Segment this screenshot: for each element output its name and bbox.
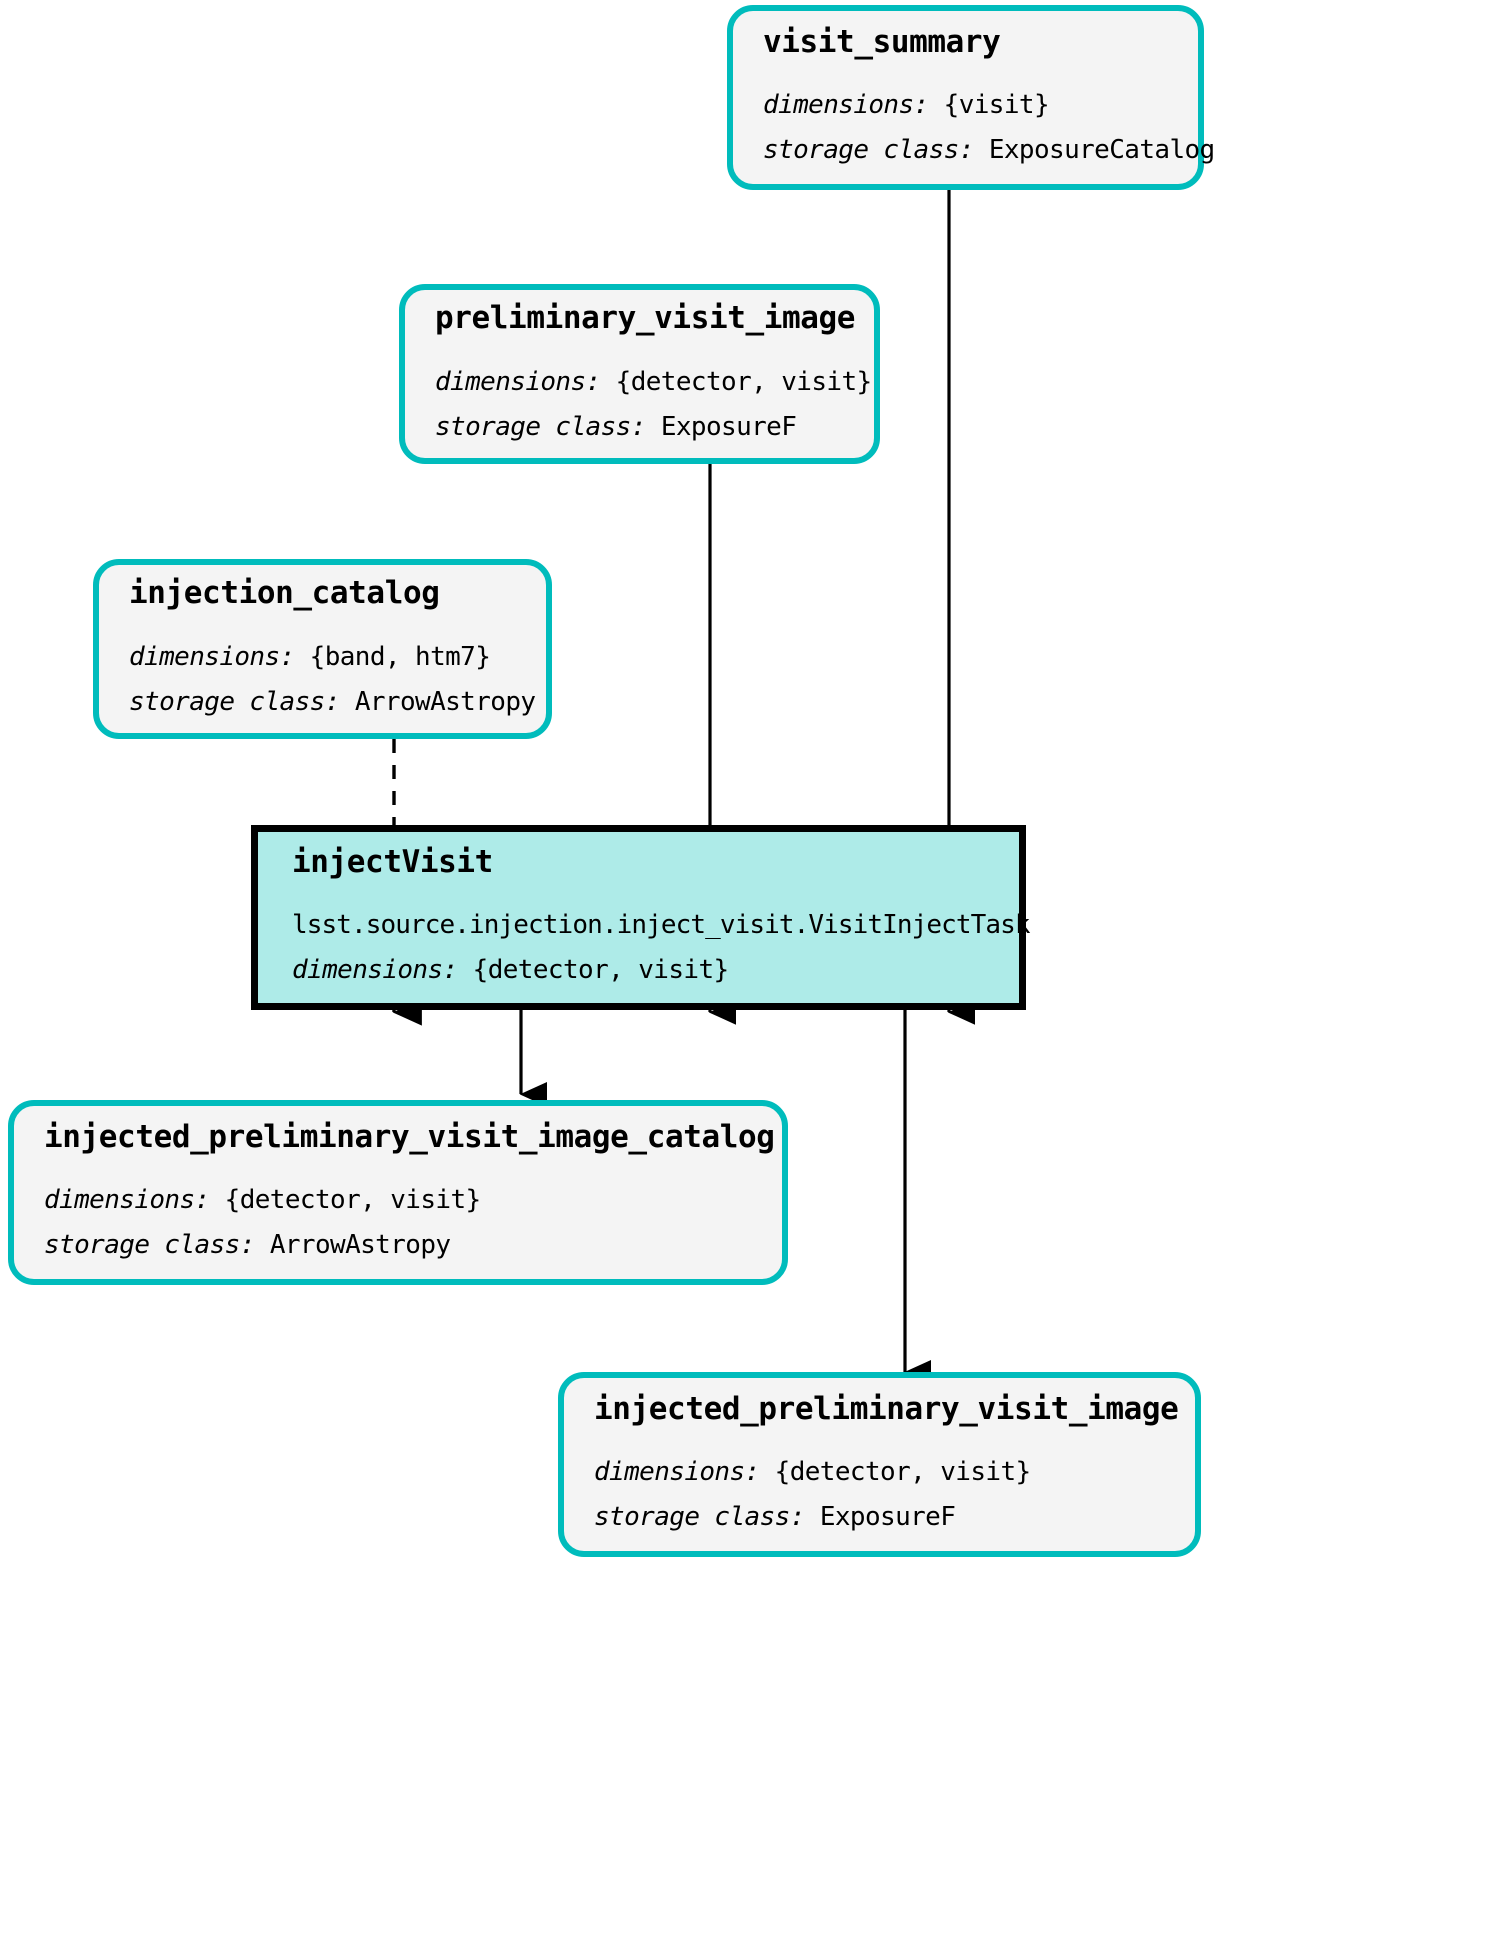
storage-class-value: ExposureCatalog <box>988 135 1215 166</box>
storage-class-label: storage class: <box>594 1502 820 1533</box>
node-task-class: lsst.source.injection.inject_visit.Visit… <box>292 910 1031 941</box>
storage-class-label: storage class: <box>44 1230 270 1261</box>
storage-class-value: ArrowAstropy <box>354 686 536 717</box>
node-storage-class-row: storage class: ArrowAstropy <box>129 686 536 718</box>
node-dimensions-row: dimensions: {detector, visit} <box>435 366 872 398</box>
node-dimensions-row: dimensions: {visit} <box>763 90 1168 121</box>
dimensions-value: {band, htm7} <box>309 641 491 672</box>
node-title: injection_catalog <box>129 575 440 611</box>
node-title: injected_preliminary_visit_image_catalog <box>44 1118 775 1155</box>
dimensions-value: {detector, visit} <box>774 1457 1032 1488</box>
node-injection-catalog[interactable]: injection_catalog dimensions: {band, htm… <box>93 559 552 739</box>
node-title: injected_preliminary_visit_image <box>594 1390 1179 1427</box>
dimensions-label: dimensions: <box>44 1185 225 1216</box>
dimensions-label: dimensions: <box>763 90 944 121</box>
node-injectvisit-task[interactable]: injectVisit lsst.source.injection.inject… <box>251 825 1031 1010</box>
node-dimensions-row: dimensions: {band, htm7} <box>129 642 516 673</box>
node-dimensions-row: dimensions: {detector, visit} <box>292 955 989 986</box>
dimensions-label: dimensions: <box>435 366 616 397</box>
node-injected-preliminary-visit-image-catalog[interactable]: injected_preliminary_visit_image_catalog… <box>8 1100 788 1285</box>
storage-class-label: storage class: <box>435 411 661 442</box>
dimensions-value: {visit} <box>943 90 1050 121</box>
storage-class-value: ExposureF <box>660 411 797 442</box>
storage-class-label: storage class: <box>129 686 355 717</box>
node-visit-summary[interactable]: visit_summary dimensions: {visit} storag… <box>727 5 1215 190</box>
node-title: injectVisit <box>292 843 493 880</box>
storage-class-label: storage class: <box>763 135 989 166</box>
node-dimensions-row: dimensions: {detector, visit} <box>44 1185 752 1216</box>
node-injected-preliminary-visit-image[interactable]: injected_preliminary_visit_image dimensi… <box>558 1372 1201 1557</box>
node-storage-class-row: storage class: ExposureF <box>594 1502 1165 1533</box>
node-preliminary-visit-image[interactable]: preliminary_visit_image dimensions: {det… <box>399 284 880 464</box>
node-storage-class-row: storage class: ExposureF <box>435 412 844 443</box>
dimensions-value: {detector, visit} <box>615 366 873 397</box>
dimensions-label: dimensions: <box>594 1457 775 1488</box>
node-storage-class-row: storage class: ArrowAstropy <box>44 1230 752 1261</box>
node-dimensions-row: dimensions: {detector, visit} <box>594 1457 1165 1488</box>
node-storage-class-row: storage class: ExposureCatalog <box>763 135 1215 166</box>
dimensions-value: {detector, visit} <box>224 1185 482 1216</box>
storage-class-value: ArrowAstropy <box>269 1230 451 1261</box>
dimensions-label: dimensions: <box>292 955 473 986</box>
node-title: preliminary_visit_image <box>435 300 856 336</box>
node-title: visit_summary <box>763 23 1001 60</box>
storage-class-value: ExposureF <box>819 1502 956 1533</box>
dimensions-value: {detector, visit} <box>472 955 730 986</box>
dimensions-label: dimensions: <box>129 641 310 672</box>
